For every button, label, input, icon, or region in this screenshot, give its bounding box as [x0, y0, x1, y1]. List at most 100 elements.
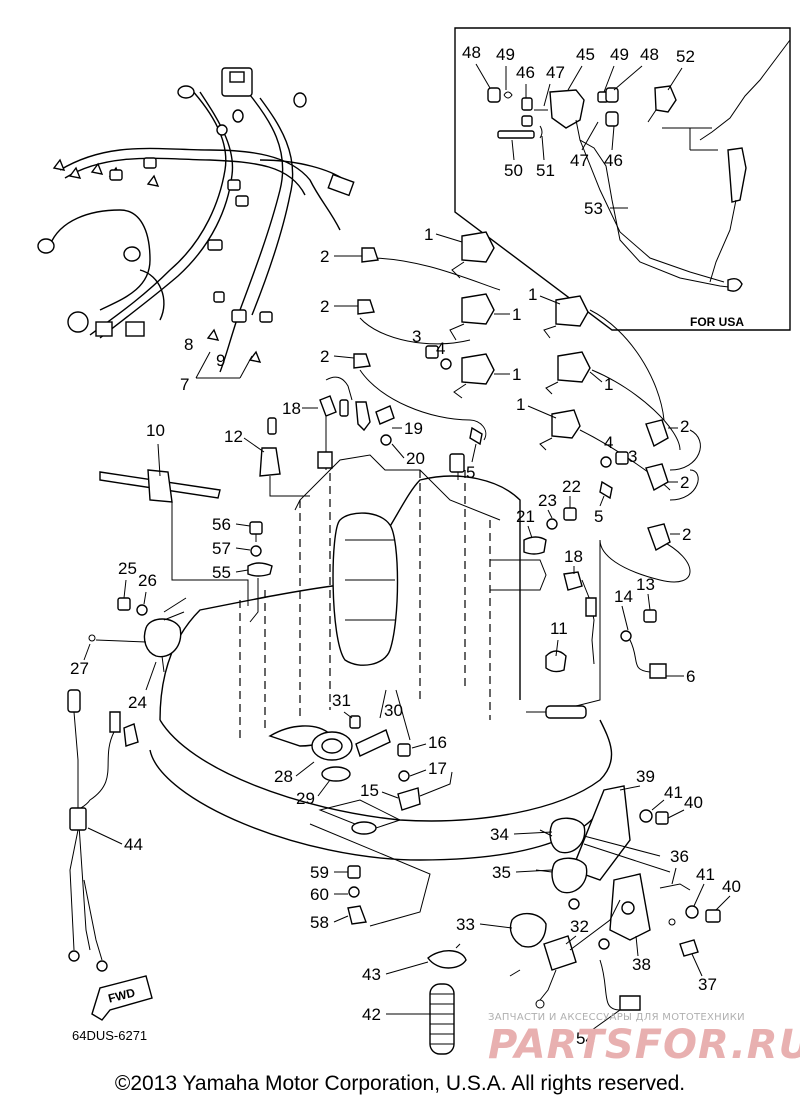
callout-44: 44 [124, 835, 143, 854]
cap-52-icon [654, 85, 677, 113]
callout-4a: 4 [436, 339, 445, 358]
callout-11: 11 [550, 619, 568, 638]
relay-34-icon [549, 817, 586, 854]
callout-32: 32 [570, 917, 589, 936]
callout-23: 23 [538, 491, 557, 510]
callout-54: 54 [576, 1029, 595, 1048]
callout-2f: 2 [682, 525, 691, 544]
callout-2b: 2 [320, 297, 329, 316]
sensor-19-icon [355, 401, 371, 432]
connector-44-icon [67, 689, 81, 713]
callout-51: 51 [536, 161, 555, 180]
callout-50: 50 [504, 161, 523, 180]
diagram-code: 64DUS-6271 [72, 1028, 147, 1043]
callout-41b: 41 [696, 865, 715, 884]
callout-25: 25 [118, 559, 137, 578]
callout-58: 58 [310, 913, 329, 932]
callout-34: 34 [490, 825, 509, 844]
callout-2e: 2 [680, 473, 689, 492]
callout-42: 42 [362, 1005, 381, 1024]
fitting-37-icon [679, 939, 699, 957]
parts-42-43 [427, 943, 467, 1055]
clamp-15-icon [397, 787, 421, 811]
callout-2c: 2 [320, 347, 329, 366]
callout-5b: 5 [594, 507, 603, 526]
callout-52: 52 [676, 47, 695, 66]
callout-6: 6 [686, 667, 695, 686]
callout-20: 20 [406, 449, 425, 468]
regulator-32-icon [543, 935, 577, 971]
callout-49b: 49 [610, 45, 629, 64]
callout-33: 33 [456, 915, 475, 934]
callout-53: 53 [584, 199, 603, 218]
band-43-icon [427, 950, 467, 969]
callout-2a: 2 [320, 247, 329, 266]
callout-29: 29 [296, 789, 315, 808]
callout-46a: 46 [516, 63, 535, 82]
bracket-10 [99, 469, 249, 606]
callout-45: 45 [576, 45, 595, 64]
callout-19: 19 [404, 419, 423, 438]
relay-35-icon [551, 857, 588, 894]
parts-6-14 [526, 609, 667, 719]
parts-24-27 [88, 597, 187, 673]
callout-26: 26 [138, 571, 157, 590]
callout-1c: 1 [512, 365, 521, 384]
relay-assembly [509, 785, 721, 1011]
callout-14: 14 [614, 587, 633, 606]
callout-55: 55 [212, 563, 231, 582]
callout-37: 37 [698, 975, 717, 994]
ignition-coil-icon [461, 231, 495, 263]
callout-18a: 18 [282, 399, 301, 418]
callout-43: 43 [362, 965, 381, 984]
callout-1d: 1 [528, 285, 537, 304]
parts-28-31 [268, 689, 411, 782]
callout-15: 15 [360, 781, 379, 800]
callout-16: 16 [428, 733, 447, 752]
fwd-label: FWD [107, 985, 137, 1005]
callout-21: 21 [516, 507, 535, 526]
callout-1a: 1 [424, 225, 433, 244]
callout-2d: 2 [680, 417, 689, 436]
callout-28: 28 [274, 767, 293, 786]
callout-31: 31 [332, 691, 351, 710]
callout-36: 36 [670, 847, 689, 866]
callout-12: 12 [224, 427, 243, 446]
callout-47a: 47 [546, 63, 565, 82]
ignition-coils [353, 231, 701, 711]
rectifier-33-icon [509, 913, 547, 948]
bolt-50-icon [497, 130, 535, 139]
callout-4b: 4 [604, 433, 613, 452]
callout-7: 7 [180, 375, 189, 394]
callout-22: 22 [562, 477, 581, 496]
parts-55-57 [247, 521, 273, 623]
switch-30-icon [355, 729, 391, 757]
callout-49a: 49 [496, 45, 515, 64]
callout-40b: 40 [722, 877, 741, 896]
callout-27: 27 [70, 659, 89, 678]
callout-39: 39 [636, 767, 655, 786]
callout-48a: 48 [462, 43, 481, 62]
sleeve-42-icon [429, 983, 455, 1055]
callout-38: 38 [632, 955, 651, 974]
wire-harness [37, 67, 355, 373]
inset-label: FOR USA [690, 315, 744, 329]
callout-5a: 5 [466, 463, 475, 482]
callout-47b: 47 [570, 151, 589, 170]
callout-3b: 3 [628, 447, 637, 466]
callout-9: 9 [216, 351, 225, 370]
callout-17: 17 [428, 759, 447, 778]
callout-1b: 1 [512, 305, 521, 324]
bracket-45-icon [549, 89, 585, 129]
switch-24-icon [143, 618, 182, 658]
callout-3a: 3 [412, 327, 421, 346]
callout-56: 56 [212, 515, 231, 534]
fwd-arrow-icon: FWD [91, 975, 153, 1021]
callout-10: 10 [146, 421, 165, 440]
copyright-footer: ©2013 Yamaha Motor Corporation, U.S.A. A… [114, 1072, 686, 1095]
cable-44 [67, 689, 139, 972]
starter-motor-icon [332, 512, 399, 666]
usa-inset: FOR USA [454, 27, 791, 331]
bracket-39-icon [571, 785, 631, 881]
watermark-brand: PARTSFOR.RU [488, 1022, 800, 1068]
